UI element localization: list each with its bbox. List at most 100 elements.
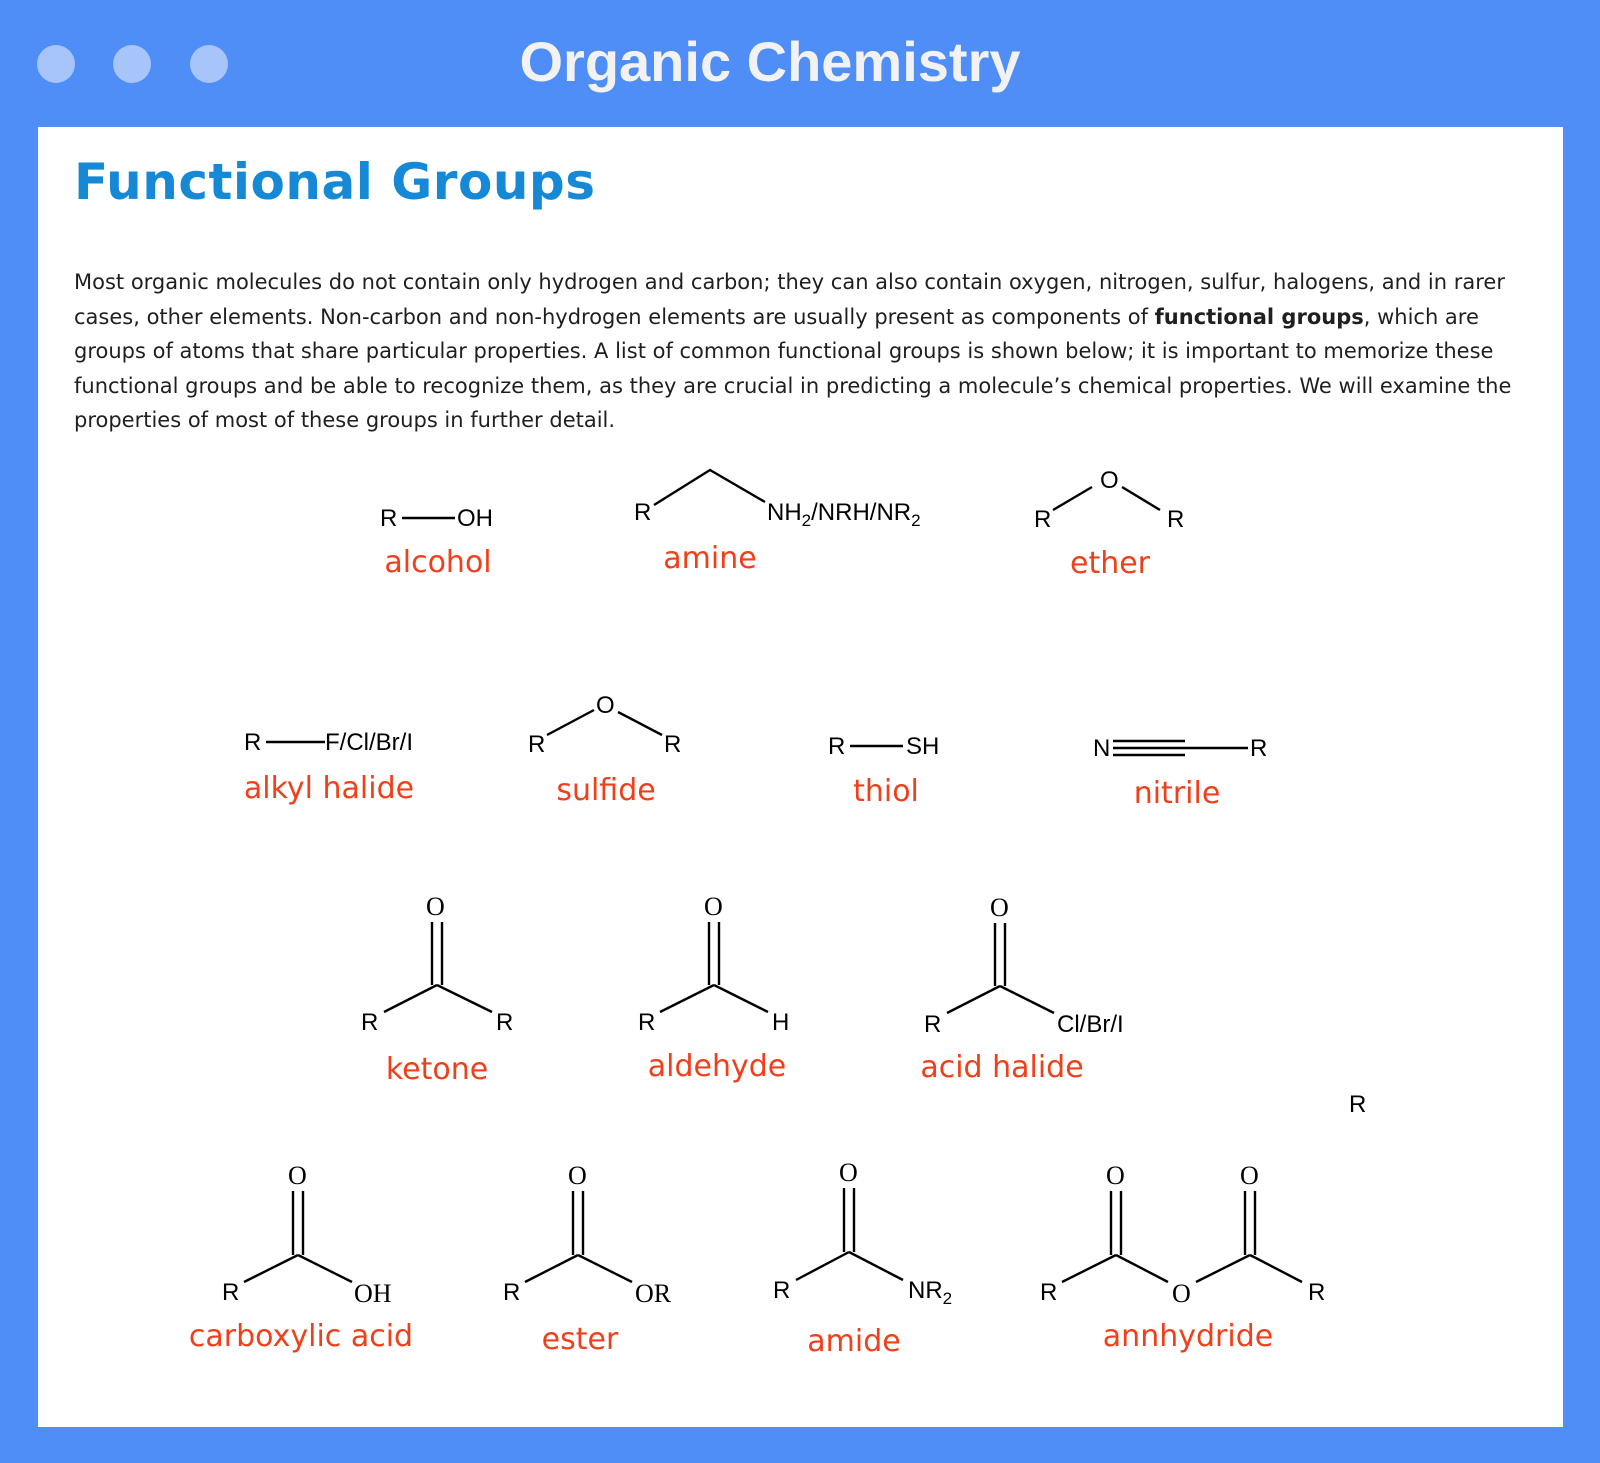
group-name-thiol: thiol	[853, 774, 919, 809]
group-name-sulfide: sulfide	[556, 773, 655, 808]
atom-r: R	[528, 731, 545, 758]
group-name-amine: amine	[663, 541, 756, 576]
amide-structure: O R NR2 amide	[773, 1158, 952, 1359]
atom-r: R	[828, 733, 845, 760]
group-name-amide: amide	[807, 1324, 900, 1359]
single-bond	[713, 983, 769, 1014]
single-bond	[659, 983, 715, 1014]
atom-or: OR	[635, 1279, 672, 1308]
atom-r: R	[1250, 735, 1267, 762]
aldehyde-structure: O R H aldehyde	[638, 892, 789, 1084]
nitrile-structure: N R nitrile	[1093, 735, 1267, 811]
intro-text-end: , which are groups of atoms that share p…	[74, 304, 1512, 433]
atom-amine: NH2/NRH/NR2	[767, 499, 921, 530]
atom-sh: SH	[906, 733, 939, 760]
group-name-ketone: ketone	[386, 1052, 488, 1087]
single-bond	[999, 984, 1055, 1015]
single-bond	[436, 983, 493, 1014]
atom-o: O	[568, 1161, 587, 1190]
atom-oh: OH	[354, 1279, 392, 1308]
atom-nr2: NR2	[908, 1277, 952, 1308]
alkyl-halide-structure: R F/Cl/Br/I alkyl halide	[244, 729, 414, 806]
intro-text-start: Most organic molecules do not contain on…	[74, 270, 1505, 329]
single-bond	[1061, 1253, 1117, 1284]
sulfide-structure: R O R sulfide	[528, 692, 681, 808]
window-titlebar: Organic Chemistry	[0, 0, 1600, 126]
atom-o: O	[288, 1161, 307, 1190]
atom-r: R	[773, 1277, 790, 1304]
single-bond	[383, 983, 438, 1014]
single-bond	[297, 1253, 353, 1284]
single-bond	[946, 984, 1001, 1015]
intro-keyword: functional groups	[1154, 304, 1364, 329]
single-bond	[243, 1253, 299, 1284]
carboxylic-acid-structure: O R OH carboxylic acid	[189, 1161, 413, 1354]
thiol-structure: R SH thiol	[828, 733, 939, 809]
atom-halogen: Cl/Br/I	[1057, 1011, 1124, 1038]
atom-o: O	[1106, 1161, 1125, 1190]
group-name-ether: ether	[1070, 546, 1151, 581]
atom-r: R	[638, 1009, 655, 1036]
atom-r: R	[244, 729, 261, 756]
atom-n: N	[1093, 735, 1110, 762]
atom-r: R	[503, 1279, 520, 1306]
atom-r: R	[1167, 506, 1184, 533]
group-name-nitrile: nitrile	[1134, 776, 1221, 811]
single-bond	[1195, 1253, 1251, 1284]
group-name-anhydride: annhydride	[1103, 1319, 1273, 1354]
ether-structure: R O R ether	[1034, 467, 1184, 581]
window-title: Organic Chemistry	[519, 30, 1021, 93]
alcohol-structure: R OH alcohol	[380, 505, 493, 580]
carbon-chain	[653, 468, 766, 507]
single-bond	[577, 1253, 633, 1284]
group-name-acid-halide: acid halide	[920, 1050, 1083, 1085]
atom-o: O	[426, 892, 445, 921]
acid-halide-structure: O R Cl/Br/I acid halide	[920, 893, 1123, 1085]
atom-r: R	[634, 499, 651, 526]
single-bond	[795, 1250, 850, 1282]
atom-r: R	[1034, 506, 1051, 533]
atom-o: O	[990, 893, 1009, 922]
atom-oh: OH	[457, 505, 493, 532]
group-name-carboxylic-acid: carboxylic acid	[189, 1319, 413, 1354]
atom-o: O	[1240, 1161, 1259, 1190]
atom-r: R	[380, 505, 397, 532]
group-name-alkyl-halide: alkyl halide	[244, 771, 414, 806]
atom-r: R	[361, 1009, 378, 1036]
atom-h: H	[772, 1009, 789, 1036]
atom-r: R	[924, 1011, 941, 1038]
single-bond	[617, 710, 663, 737]
window-close-dot[interactable]	[37, 45, 75, 83]
single-bond	[1249, 1253, 1303, 1284]
single-bond	[546, 708, 595, 737]
atom-r: R	[1308, 1279, 1325, 1306]
atom-r: R	[1040, 1279, 1057, 1306]
single-bond	[848, 1250, 904, 1282]
window-maximize-dot[interactable]	[190, 45, 228, 83]
single-bond	[1115, 1253, 1169, 1284]
atom-o: O	[704, 892, 723, 921]
group-name-ester: ester	[542, 1322, 619, 1357]
group-name-aldehyde: aldehyde	[648, 1049, 787, 1084]
window-minimize-dot[interactable]	[113, 45, 151, 83]
single-bond	[1121, 485, 1161, 512]
atom-o: O	[839, 1158, 858, 1187]
atom-o-bridge: O	[1172, 1279, 1191, 1308]
group-name-alcohol: alcohol	[384, 545, 491, 580]
atom-r: R	[496, 1009, 513, 1036]
single-bond	[524, 1253, 579, 1284]
atom-o: O	[1100, 467, 1119, 494]
amine-structure: R NH2/NRH/NR2 amine	[634, 468, 921, 576]
single-bond	[1052, 485, 1093, 512]
ester-structure: O R OR ester	[503, 1161, 672, 1357]
anhydride-structure: O O O R R annhydride	[1040, 1161, 1325, 1354]
atom-r: R	[664, 731, 681, 758]
atom-r: R	[222, 1279, 239, 1306]
atom-o: O	[596, 692, 615, 719]
stray-r-label: R	[1349, 1091, 1366, 1118]
page-title: Functional Groups	[74, 153, 596, 211]
intro-paragraph: Most organic molecules do not contain on…	[74, 265, 1524, 438]
atom-halogen: F/Cl/Br/I	[325, 729, 413, 756]
ketone-structure: O R R ketone	[361, 892, 513, 1087]
